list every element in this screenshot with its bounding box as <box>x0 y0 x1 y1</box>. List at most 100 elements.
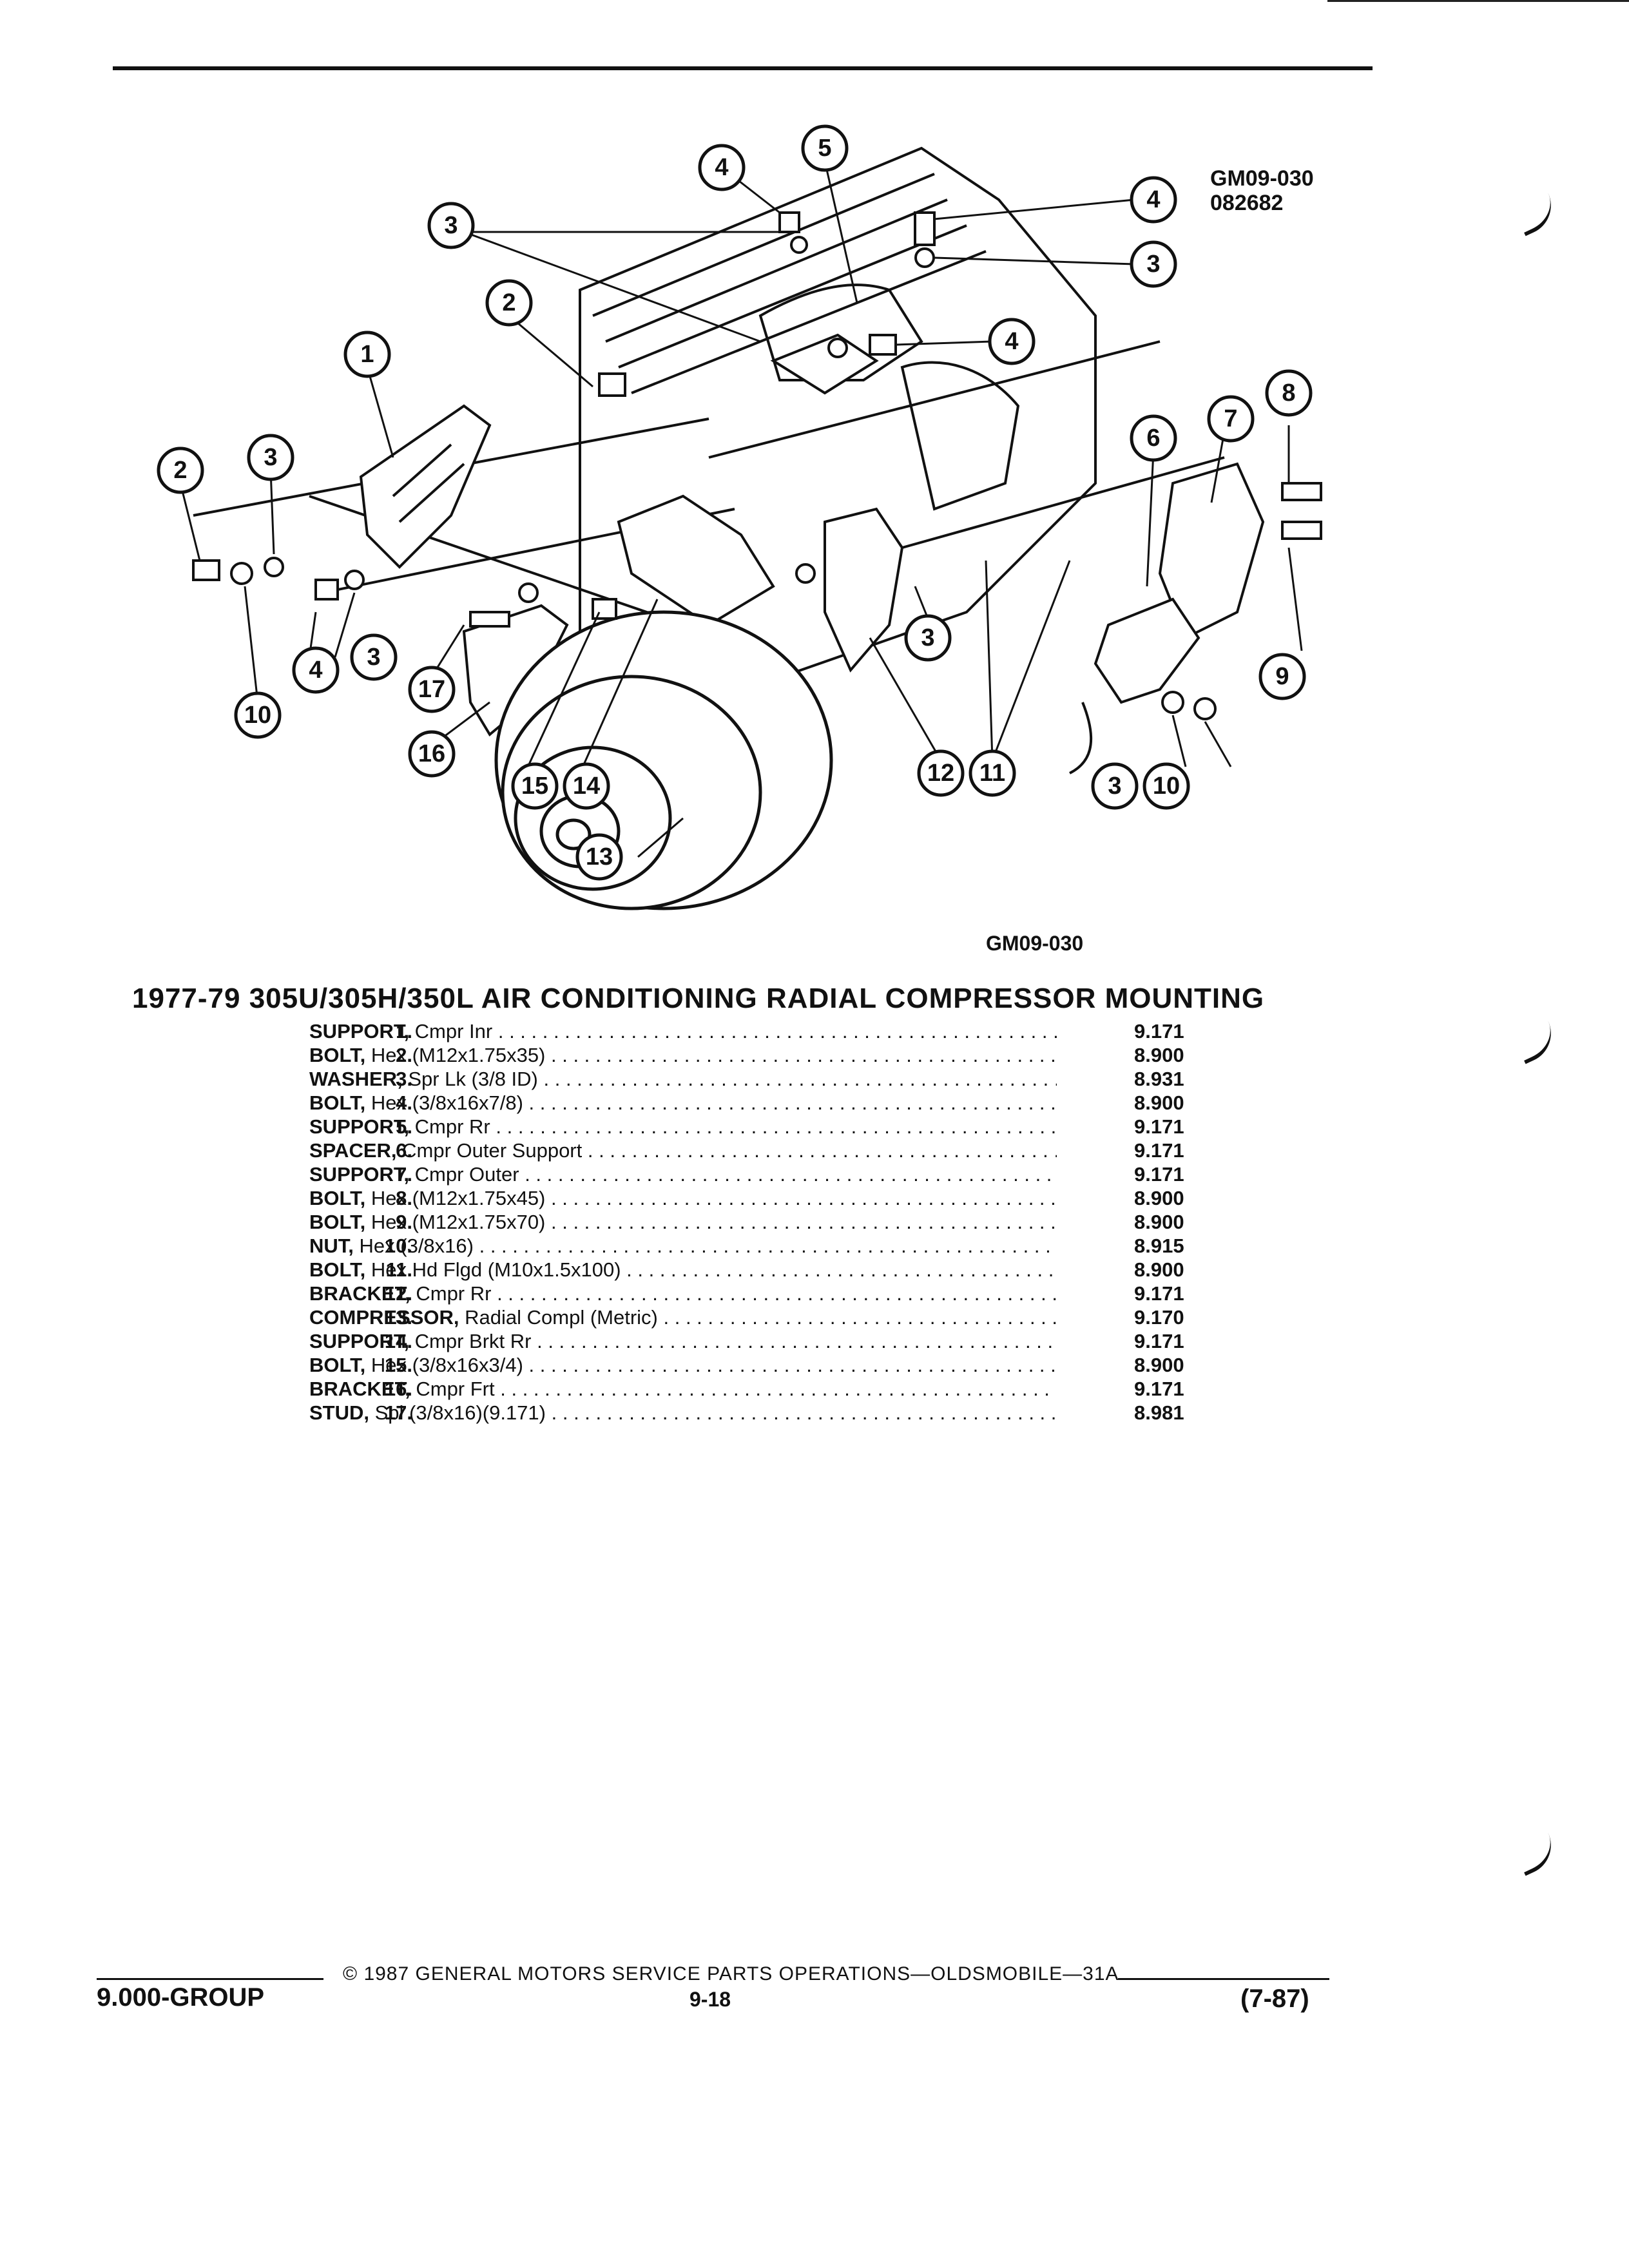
part-description: SUPPORT, Cmpr Rr <box>309 1115 1057 1139</box>
part-description: STUD, Spl (3/8x16)(9.171) <box>309 1401 1057 1425</box>
callouts: 1 2 2 3 3 3 3 3 3 4 4 4 4 5 6 7 8 9 10 1… <box>157 124 1313 881</box>
callout-6: 6 <box>1130 414 1177 462</box>
part-description: BOLT, Hex (M12x1.75x35) <box>309 1043 1057 1067</box>
parts-row: 3.WASHER, Spr Lk (3/8 ID)8.931 <box>174 1067 1218 1091</box>
parts-row: 5.SUPPORT, Cmpr Rr9.171 <box>174 1115 1218 1139</box>
group-number: 9.171 <box>1134 1378 1184 1400</box>
svg-text:11: 11 <box>979 760 1005 787</box>
callout-9: 9 <box>1258 653 1306 700</box>
svg-text:4: 4 <box>309 657 322 684</box>
exploded-diagram: 1 2 2 3 3 3 3 3 3 4 4 4 4 5 6 7 8 9 10 1… <box>157 124 1322 910</box>
svg-text:10: 10 <box>244 702 271 729</box>
parts-row: 2.BOLT, Hex (M12x1.75x35)8.900 <box>174 1043 1218 1067</box>
figure-code: GM09-030 <box>1210 166 1314 191</box>
svg-text:4: 4 <box>1005 328 1018 355</box>
binding-tick-mark <box>1513 1021 1561 1064</box>
parts-row: 13.COMPRESSOR, Radial Compl (Metric)9.17… <box>174 1305 1218 1329</box>
svg-text:4: 4 <box>1146 186 1160 213</box>
parts-row: 12.BRACKET, Cmpr Rr9.171 <box>174 1282 1218 1305</box>
part-description: SUPPORT, Cmpr Brkt Rr <box>309 1329 1057 1353</box>
callout-3-lower-left: 3 <box>350 633 398 681</box>
footer-copyright: © 1987 GENERAL MOTORS SERVICE PARTS OPER… <box>343 1963 1119 1984</box>
callout-17: 17 <box>408 666 456 713</box>
callout-4-top: 4 <box>698 144 746 191</box>
svg-text:3: 3 <box>264 444 277 471</box>
group-number: 9.171 <box>1134 1330 1184 1352</box>
group-number: 9.171 <box>1134 1139 1184 1162</box>
binding-tick-mark <box>1513 193 1561 236</box>
svg-text:2: 2 <box>502 289 516 316</box>
footer-rule-left <box>97 1978 323 1980</box>
footer-rule-right <box>1118 1978 1329 1980</box>
callout-10-left: 10 <box>234 691 282 739</box>
group-number: 8.900 <box>1134 1044 1184 1066</box>
part-description: NUT, Hex (3/8x16) <box>309 1234 1057 1258</box>
svg-text:3: 3 <box>921 624 934 651</box>
callout-4-right: 4 <box>1130 176 1177 224</box>
figure-caption: GM09-030 <box>986 932 1084 955</box>
fasteners <box>192 211 1322 720</box>
group-number: 8.900 <box>1134 1258 1184 1281</box>
svg-text:17: 17 <box>418 676 445 703</box>
callout-16: 16 <box>408 730 456 778</box>
group-number: 9.171 <box>1134 1115 1184 1138</box>
svg-text:5: 5 <box>818 135 831 162</box>
svg-text:8: 8 <box>1282 380 1295 407</box>
callout-3-right: 3 <box>1130 240 1177 288</box>
part-description: BRACKET, Cmpr Frt <box>309 1377 1057 1401</box>
callout-10-right: 10 <box>1142 762 1190 810</box>
callout-15: 15 <box>511 762 559 810</box>
part-description: BOLT, Hex (3/8x16x3/4) <box>309 1353 1057 1377</box>
callout-3-lower-right: 3 <box>1091 762 1139 810</box>
support-outer <box>1069 462 1265 774</box>
group-number: 8.900 <box>1134 1354 1184 1376</box>
support-rear-bracket <box>617 333 904 673</box>
callout-1: 1 <box>343 331 391 378</box>
callout-11: 11 <box>969 749 1016 797</box>
part-description: WASHER, Spr Lk (3/8 ID) <box>309 1067 1057 1091</box>
svg-text:10: 10 <box>1153 773 1180 800</box>
parts-row: 6.SPACER, Cmpr Outer Support9.171 <box>174 1139 1218 1162</box>
group-number: 8.900 <box>1134 1091 1184 1114</box>
parts-list: 1.SUPPORT, Cmpr Inr9.171 2.BOLT, Hex (M1… <box>174 1019 1218 1425</box>
support-inner <box>359 404 492 569</box>
part-description: COMPRESSOR, Radial Compl (Metric) <box>309 1305 1057 1329</box>
svg-text:3: 3 <box>367 644 380 671</box>
parts-row: 4.BOLT, Hex (3/8x16x7/8)8.900 <box>174 1091 1218 1115</box>
svg-text:2: 2 <box>173 457 187 484</box>
part-description: SPACER, Cmpr Outer Support <box>309 1139 1057 1162</box>
svg-text:3: 3 <box>1146 251 1160 278</box>
group-number: 9.171 <box>1134 1020 1184 1043</box>
callout-13: 13 <box>575 833 623 881</box>
group-number: 8.981 <box>1134 1401 1184 1424</box>
footer-date: (7-87) <box>1240 1984 1309 2013</box>
part-description: BOLT, Hex (3/8x16x7/8) <box>309 1091 1057 1115</box>
parts-row: 16.BRACKET, Cmpr Frt9.171 <box>174 1377 1218 1401</box>
part-description: SUPPORT, Cmpr Inr <box>309 1019 1057 1043</box>
svg-text:13: 13 <box>586 843 613 870</box>
figure-date-code: 082682 <box>1210 191 1284 215</box>
figure-code-block: GM09-030 082682 <box>1210 166 1314 215</box>
parts-row: 8.BOLT, Hex (M12x1.75x45)8.900 <box>174 1186 1218 1210</box>
group-number: 8.915 <box>1134 1235 1184 1257</box>
group-number: 8.931 <box>1134 1068 1184 1090</box>
callout-2-left: 2 <box>157 447 204 494</box>
callout-8: 8 <box>1265 369 1313 417</box>
svg-text:14: 14 <box>573 773 600 800</box>
svg-text:7: 7 <box>1224 405 1237 432</box>
svg-text:9: 9 <box>1275 663 1289 690</box>
group-number: 8.900 <box>1134 1211 1184 1233</box>
svg-text:16: 16 <box>418 740 445 767</box>
callout-14: 14 <box>563 762 610 810</box>
svg-text:6: 6 <box>1146 425 1160 452</box>
footer-page-number: 9-18 <box>689 1988 731 2011</box>
top-rule <box>113 66 1373 70</box>
group-number: 9.171 <box>1134 1163 1184 1186</box>
callout-2-top: 2 <box>485 279 533 327</box>
svg-text:4: 4 <box>715 154 728 181</box>
parts-row: 14.SUPPORT, Cmpr Brkt Rr9.171 <box>174 1329 1218 1353</box>
compressor <box>494 610 833 910</box>
part-description: SUPPORT, Cmpr Outer <box>309 1162 1057 1186</box>
callout-3-top: 3 <box>427 202 475 249</box>
callout-3-mid: 3 <box>904 614 952 662</box>
